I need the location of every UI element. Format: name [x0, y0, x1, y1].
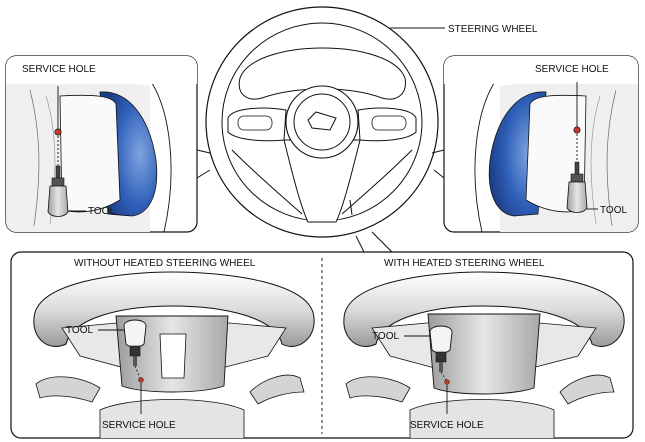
with-heated-heading: WITH HEATED STEERING WHEEL — [384, 258, 545, 269]
right-service-hole-detail — [443, 55, 639, 233]
service-hole-bottom-right-label: SERVICE HOLE — [410, 420, 484, 431]
service-hole-left-label: SERVICE HOLE — [22, 64, 96, 75]
tool-right — [566, 181, 588, 213]
callout-connectors — [196, 27, 445, 253]
left-service-hole-detail — [5, 55, 198, 233]
without-heated-heading: WITHOUT HEATED STEERING WHEEL — [74, 258, 256, 269]
tool-bottom-right-label: TOOL — [372, 331, 399, 342]
service-hole-marker-bottom-right — [444, 379, 450, 385]
tool-right-label: TOOL — [600, 205, 627, 216]
service-hole-marker-left — [54, 128, 62, 136]
tool-bottom-left-label: TOOL — [66, 325, 93, 336]
wheel-with-heated — [343, 271, 625, 438]
service-hole-right-label: SERVICE HOLE — [535, 64, 609, 75]
steering-wheel-label: STEERING WHEEL — [448, 24, 538, 35]
service-hole-bottom-left-label: SERVICE HOLE — [102, 420, 176, 431]
tool-bottom-left — [123, 319, 147, 366]
service-hole-marker-right — [573, 126, 581, 134]
steering-wheel-illustration — [205, 6, 439, 238]
service-hole-marker-bottom-left — [138, 377, 144, 383]
tool-bottom-right — [429, 325, 453, 372]
tool-left — [47, 185, 69, 217]
tool-left-label: TOOL — [88, 206, 115, 217]
